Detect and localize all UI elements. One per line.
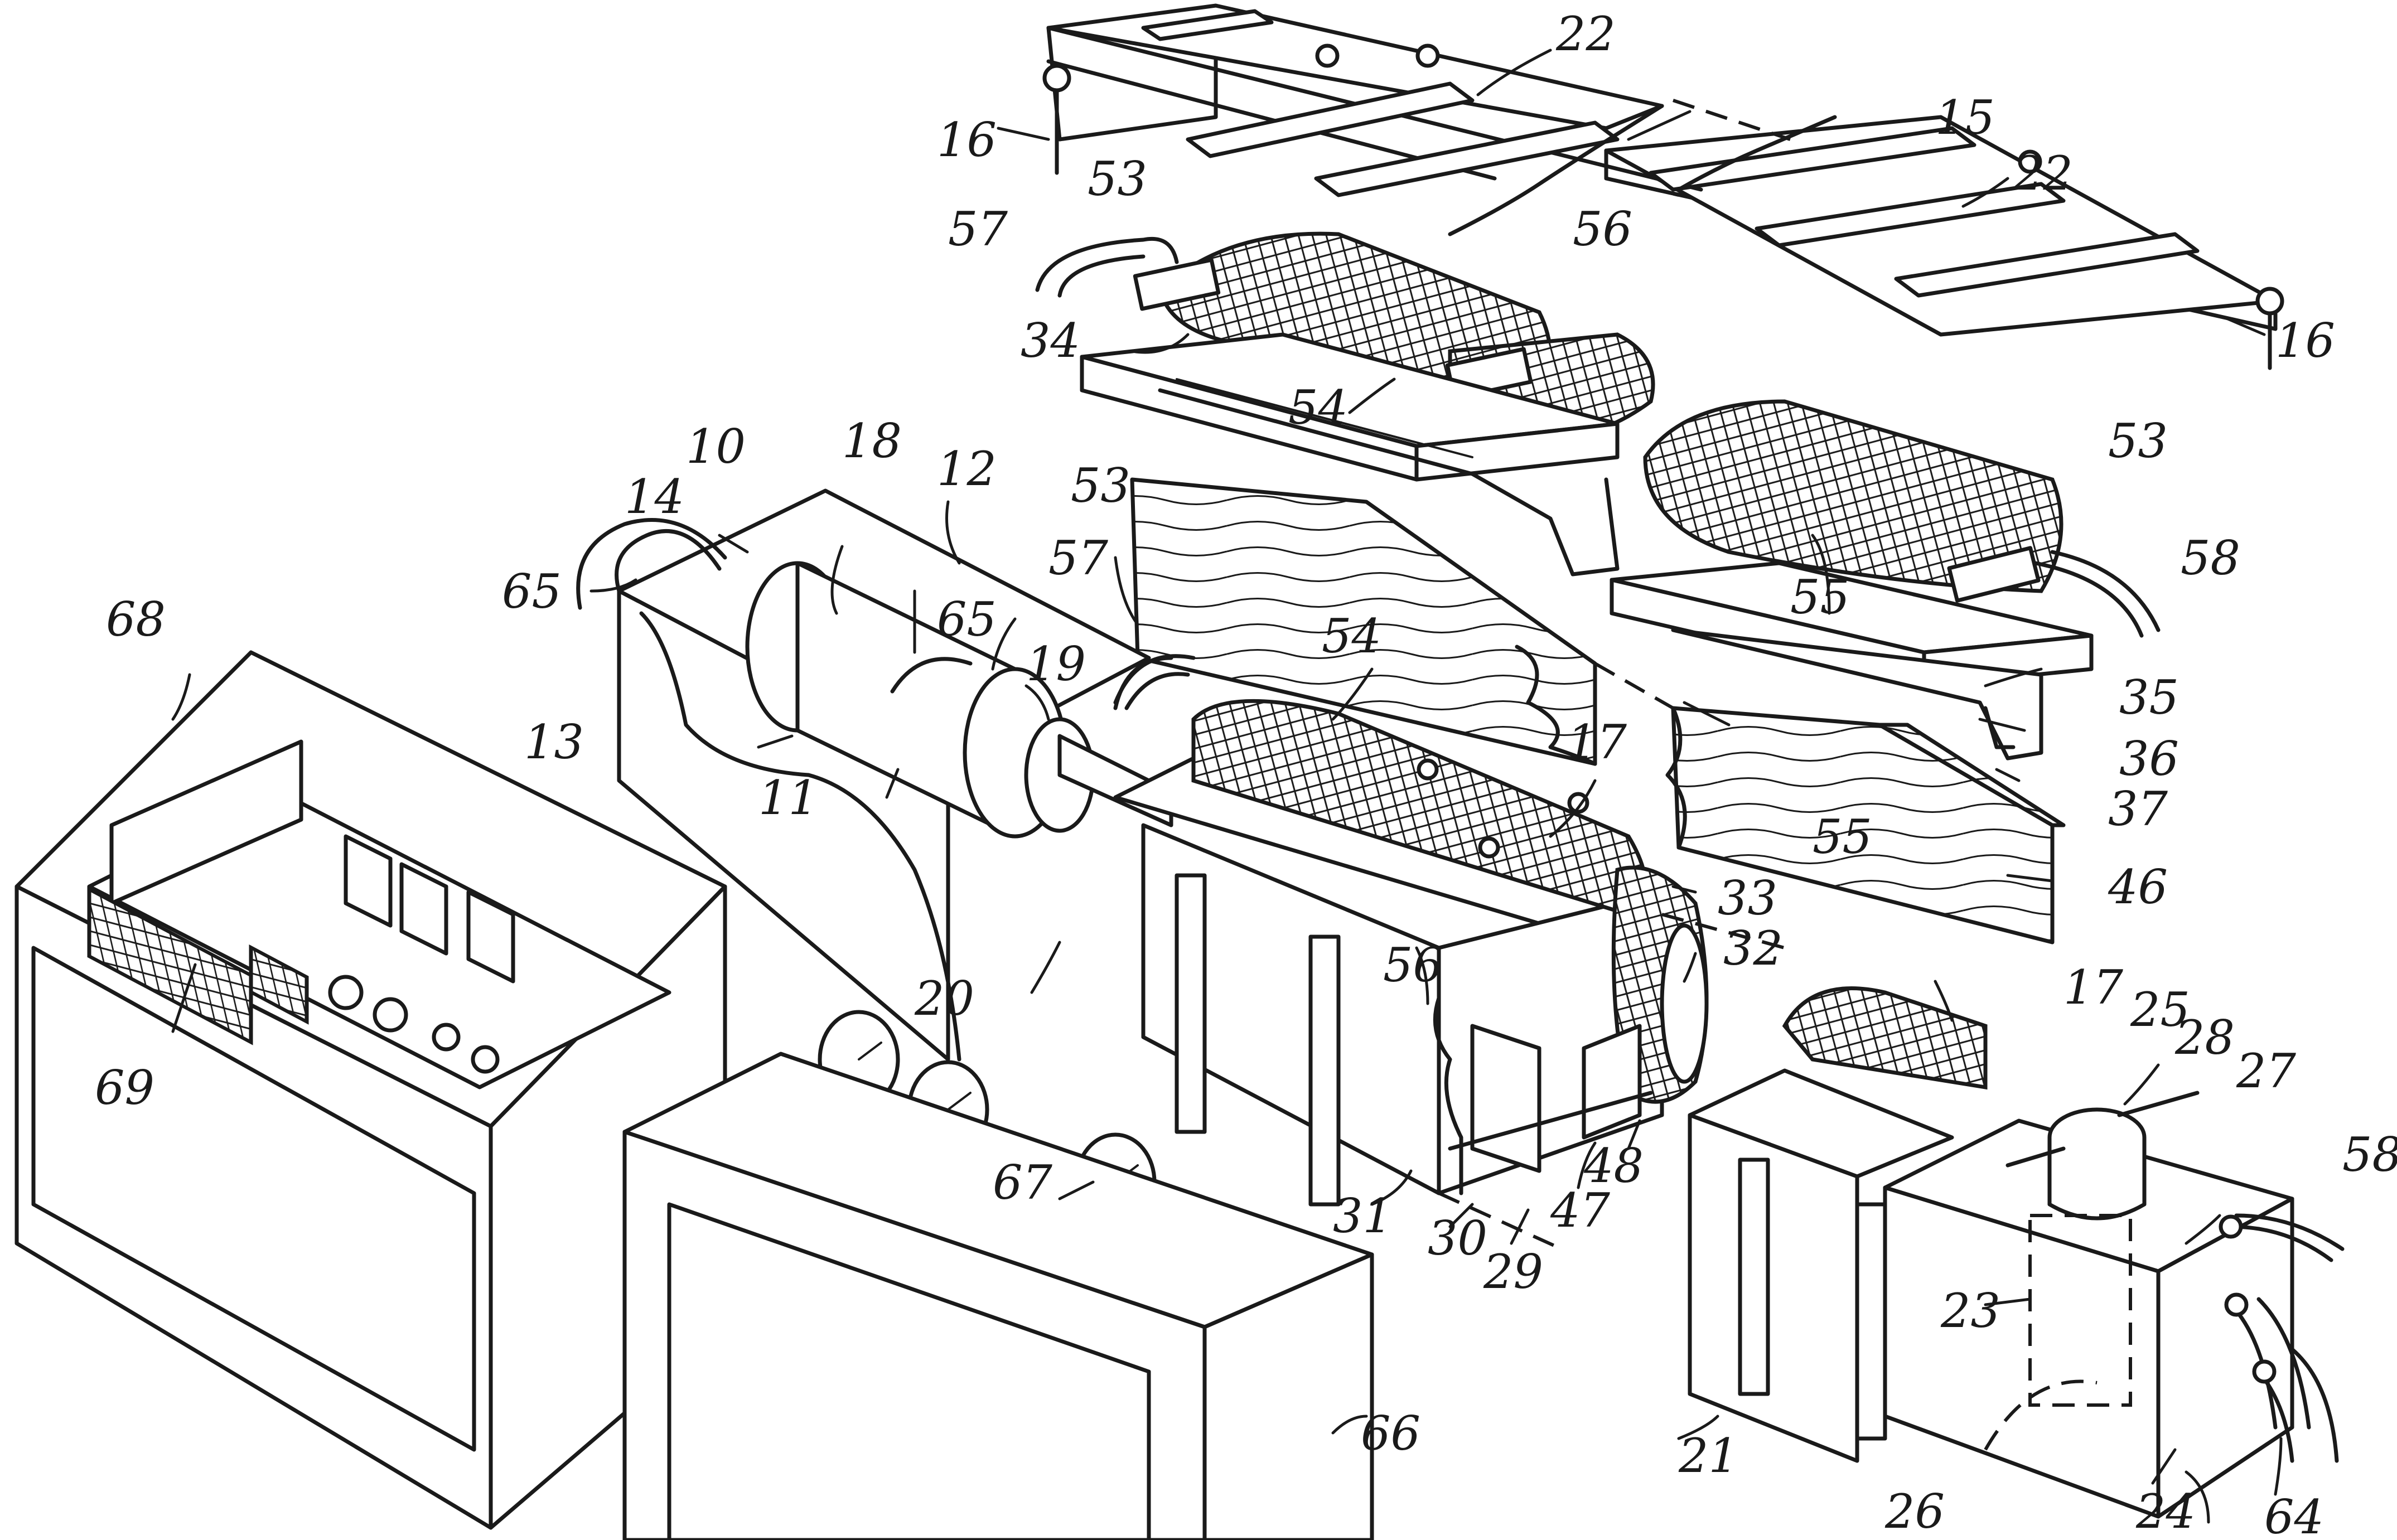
leader-lines: [171, 49, 2283, 1524]
label-30: 30: [1428, 1211, 1487, 1266]
label-48: 48: [1583, 1139, 1644, 1193]
label-58-upper: 58: [2181, 531, 2240, 585]
label-22-top: 22: [1555, 7, 1616, 61]
top-clamp-plate: [1042, 3, 2284, 370]
label-53-middle: 53: [1071, 458, 1130, 513]
label-54-middle: 54: [1322, 609, 1381, 664]
label-20: 20: [914, 971, 974, 1026]
label-35: 35: [2119, 670, 2179, 725]
middle-mold-assembly: [1113, 656, 1785, 1251]
control-cabinet: [15, 650, 727, 1530]
label-65-left: 65: [502, 564, 562, 619]
label-16-left: 16: [937, 113, 997, 167]
reference-numerals: 16 16 22 22 15 53 53 53 57 57 56 56 34 5…: [95, 7, 2397, 1540]
label-58-lower: 58: [2342, 1127, 2397, 1182]
label-57-middle: 57: [1048, 531, 1108, 585]
label-67: 67: [993, 1155, 1052, 1210]
label-17-lower: 17: [2063, 960, 2123, 1015]
label-56-upper: 56: [1573, 202, 1632, 256]
label-12: 12: [937, 442, 997, 496]
label-54-upper: 54: [1288, 380, 1348, 435]
wooden-block-upper: [1130, 477, 1597, 766]
lower-die-plate: [1610, 561, 2094, 761]
label-32: 32: [1723, 921, 1783, 976]
label-55-upper: 55: [1790, 570, 1850, 624]
label-11: 11: [758, 771, 818, 825]
label-25: 25: [2130, 982, 2190, 1037]
label-31: 31: [1333, 1189, 1393, 1243]
label-14: 14: [625, 469, 684, 524]
label-34: 34: [1021, 313, 1080, 368]
label-19: 19: [1026, 637, 1086, 691]
label-55-lower: 55: [1813, 810, 1872, 864]
label-33: 33: [1718, 871, 1777, 926]
label-37: 37: [2108, 782, 2168, 836]
label-29: 29: [1483, 1244, 1543, 1299]
label-69: 69: [95, 1060, 154, 1115]
label-66: 66: [1361, 1406, 1420, 1461]
wooden-block-lower: [1594, 662, 2066, 945]
label-47: 47: [1550, 1183, 1610, 1238]
label-16-right: 16: [2275, 313, 2335, 368]
label-28: 28: [2174, 1010, 2235, 1065]
label-64: 64: [2264, 1490, 2324, 1540]
pedestal-cabinet: [622, 1052, 1374, 1540]
label-46: 46: [2108, 860, 2168, 914]
label-68: 68: [106, 592, 166, 647]
label-26: 26: [1884, 1484, 1945, 1539]
label-17-upper: 17: [1567, 715, 1627, 769]
label-57-upper: 57: [948, 202, 1008, 256]
label-21: 21: [1678, 1428, 1738, 1483]
label-56-middle: 56: [1383, 938, 1443, 992]
machine-base-housing: [576, 488, 1196, 1062]
label-36: 36: [2119, 732, 2179, 786]
label-18: 18: [842, 414, 902, 468]
label-15: 15: [1935, 90, 1995, 145]
lower-mesh-heater: [1643, 399, 2161, 638]
label-10: 10: [686, 419, 746, 474]
label-13: 13: [524, 715, 584, 769]
label-53-upper: 53: [1088, 152, 1147, 206]
label-53-lower: 53: [2108, 414, 2168, 468]
label-27: 27: [2236, 1044, 2296, 1098]
label-24: 24: [2135, 1484, 2196, 1539]
upper-die-plate: [1080, 332, 1620, 577]
label-65-mid: 65: [937, 592, 997, 647]
right-press-assembly: [1688, 986, 2345, 1519]
label-22-right: 22: [2013, 146, 2073, 201]
label-23: 23: [1940, 1284, 2000, 1338]
